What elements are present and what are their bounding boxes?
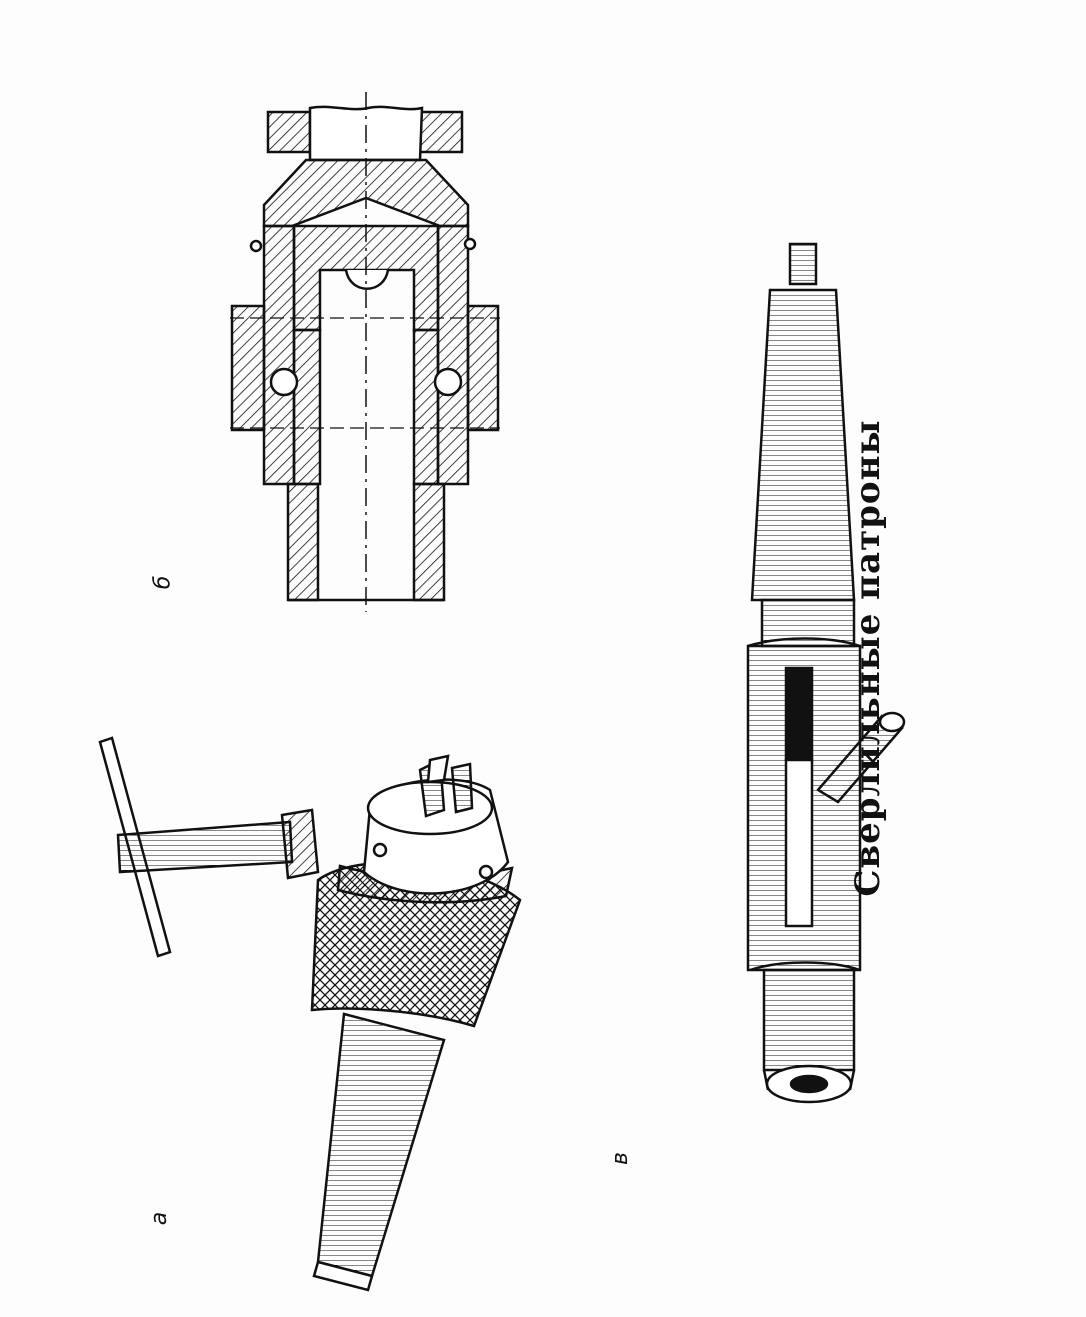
chuck-drawing <box>98 736 522 1292</box>
panel-label-b: б <box>150 575 176 590</box>
quick-change-drawing <box>746 242 906 1104</box>
panel-label-v: в <box>607 1152 633 1165</box>
section-drawing <box>230 92 500 612</box>
page-title: Сверлильные патроны <box>848 419 888 897</box>
panel-label-a: а <box>147 1211 173 1226</box>
